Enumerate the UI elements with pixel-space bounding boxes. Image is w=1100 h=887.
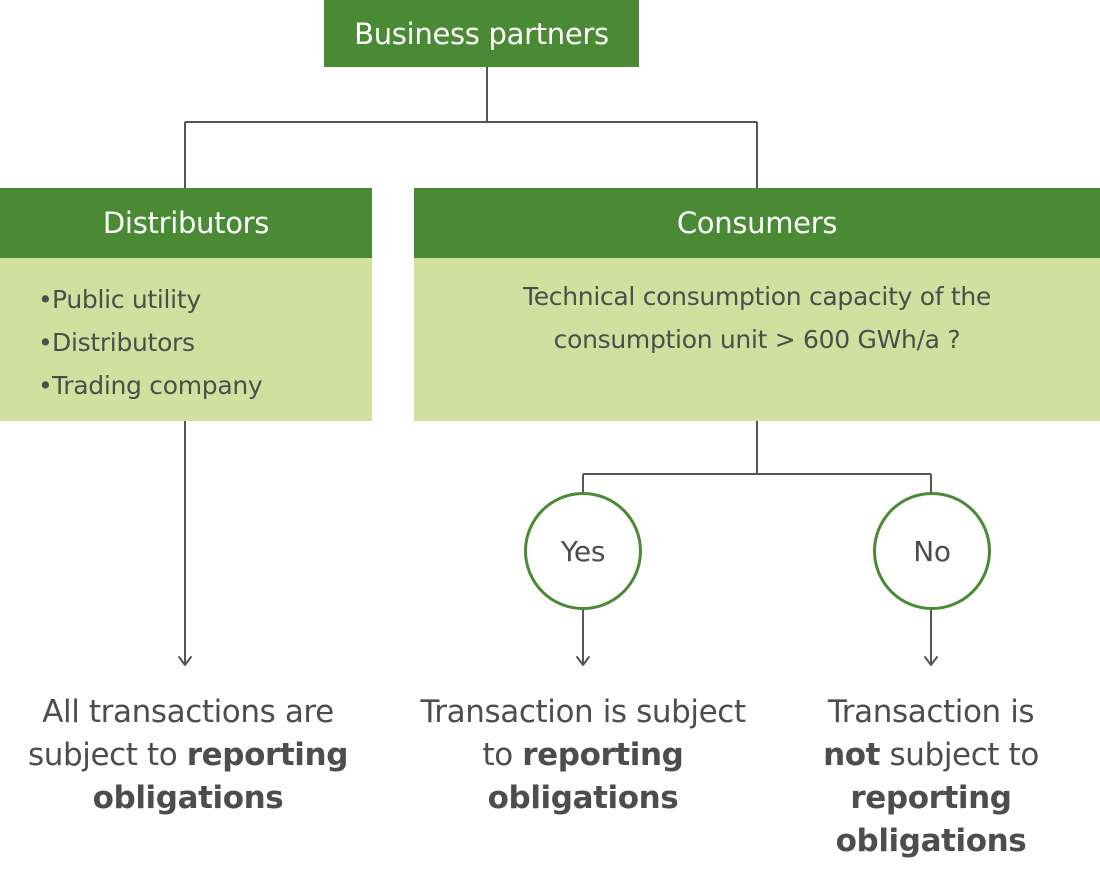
outcome-emphasis: obligations — [92, 780, 284, 816]
consumers-body: Technical consumption capacity of the co… — [414, 258, 1100, 421]
outcome-line: subject to reporting — [18, 734, 358, 777]
distributors-body: •Public utility •Distributors •Trading c… — [0, 258, 372, 421]
list-item-label: Trading company — [52, 371, 263, 400]
outcome-text: to — [482, 737, 523, 773]
outcome-text: subject to — [880, 737, 1040, 773]
outcome-line: not subject to — [800, 734, 1062, 777]
outcome-line: reporting — [800, 777, 1062, 820]
list-item: •Distributors — [38, 321, 372, 364]
distributors-list: •Public utility •Distributors •Trading c… — [38, 278, 372, 407]
no-label: No — [913, 534, 951, 568]
outcome-emphasis: obligations — [835, 823, 1027, 859]
consumers-title: Consumers — [676, 206, 838, 240]
outcome-text: subject to — [28, 737, 187, 773]
bullet-icon: • — [38, 371, 53, 400]
capacity-question: Technical consumption capacity of the co… — [414, 275, 1100, 361]
outcome-emphasis: reporting — [186, 737, 349, 773]
distributors-header: Distributors — [0, 188, 372, 258]
outcome-emphasis: reporting — [522, 737, 684, 773]
outcome-line: obligations — [18, 777, 358, 820]
list-item: •Trading company — [38, 364, 372, 407]
outcome-line: obligations — [410, 777, 756, 820]
outcome-line: to reporting — [410, 734, 756, 777]
list-item: •Public utility — [38, 278, 372, 321]
outcome-line: Transaction is — [827, 694, 1035, 730]
bullet-icon: • — [38, 285, 53, 314]
yes-outcome: Transaction is subject to reporting obli… — [410, 691, 756, 820]
business-partners-label: Business partners — [354, 16, 609, 51]
list-item-label: Distributors — [52, 328, 195, 357]
outcome-line: obligations — [800, 820, 1062, 863]
capacity-question-line2: consumption unit > 600 GWh/a ? — [553, 325, 961, 354]
no-outcome: Transaction is not subject to reporting … — [800, 691, 1062, 863]
outcome-emphasis: not — [823, 737, 881, 773]
yes-circle: Yes — [524, 492, 642, 610]
list-item-label: Public utility — [52, 285, 201, 314]
outcome-emphasis: obligations — [487, 780, 679, 816]
capacity-question-line1: Technical consumption capacity of the — [522, 282, 991, 311]
distributors-outcome: All transactions are subject to reportin… — [18, 691, 358, 820]
distributors-title: Distributors — [102, 206, 270, 240]
arrowhead-distributors-icon — [178, 656, 192, 666]
arrowhead-yes-icon — [576, 656, 590, 666]
no-circle: No — [873, 492, 991, 610]
arrowhead-no-icon — [924, 656, 938, 666]
yes-label: Yes — [560, 534, 606, 568]
bullet-icon: • — [38, 328, 53, 357]
outcome-line: All transactions are — [42, 694, 334, 730]
outcome-emphasis: reporting — [850, 780, 1012, 816]
outcome-line: Transaction is subject — [420, 694, 746, 730]
business-partners-node: Business partners — [324, 0, 639, 67]
consumers-header: Consumers — [414, 188, 1100, 258]
